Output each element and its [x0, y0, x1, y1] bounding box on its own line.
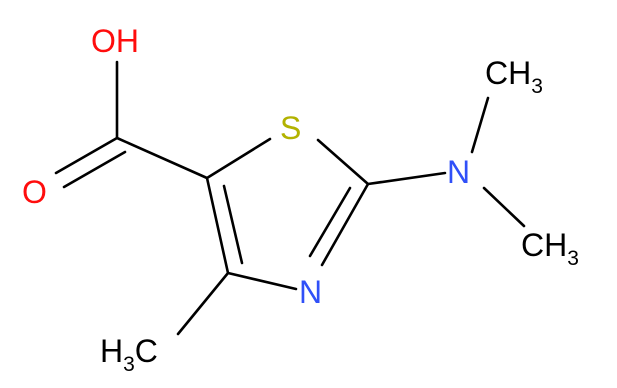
carbonyl-oxygen-label: O	[22, 174, 47, 210]
atom-labels: OH O S N N CH3 CH3 H3C	[22, 23, 579, 376]
ring-methyl-h: H	[100, 333, 123, 369]
bond-n3-c4	[226, 271, 298, 291]
bond-c4-c5-double-b	[222, 184, 244, 265]
bond-sulfur-c2	[316, 138, 370, 186]
ring-nitrogen-label: N	[299, 274, 322, 310]
bond-c4-c5-double-a	[205, 176, 230, 275]
ring-methyl-subscript: 3	[123, 353, 135, 376]
bond-amine-methyl-bottom	[482, 186, 526, 228]
bond-amine-methyl-top	[470, 96, 490, 154]
bond-c4-methyl	[176, 271, 230, 336]
amine-nitrogen-label: N	[447, 154, 470, 190]
methyl-bottom-main: CH	[521, 227, 567, 263]
sulfur-label: S	[280, 110, 301, 146]
methyl-top-main: CH	[485, 55, 531, 91]
bond-carbonyl-double-b	[62, 150, 127, 189]
methyl-top-subscript: 3	[531, 75, 543, 98]
hydroxyl-label: OH	[91, 23, 139, 59]
bond-c5-sulfur	[205, 137, 272, 180]
bond-c2-n3-double-b	[308, 186, 352, 258]
bond-c2-n3-double-a	[320, 182, 370, 267]
methyl-bottom-subscript: 3	[567, 247, 579, 270]
bond-c2-amine	[366, 171, 447, 186]
bonds	[54, 60, 526, 336]
methyl-top-label: CH3	[485, 55, 543, 98]
bond-carboxyl-c5	[115, 136, 209, 180]
ring-methyl-label: H3C	[100, 333, 158, 376]
bond-carbonyl-double-a	[54, 136, 119, 175]
methyl-bottom-label: CH3	[521, 227, 579, 270]
ring-methyl-c: C	[135, 333, 158, 369]
